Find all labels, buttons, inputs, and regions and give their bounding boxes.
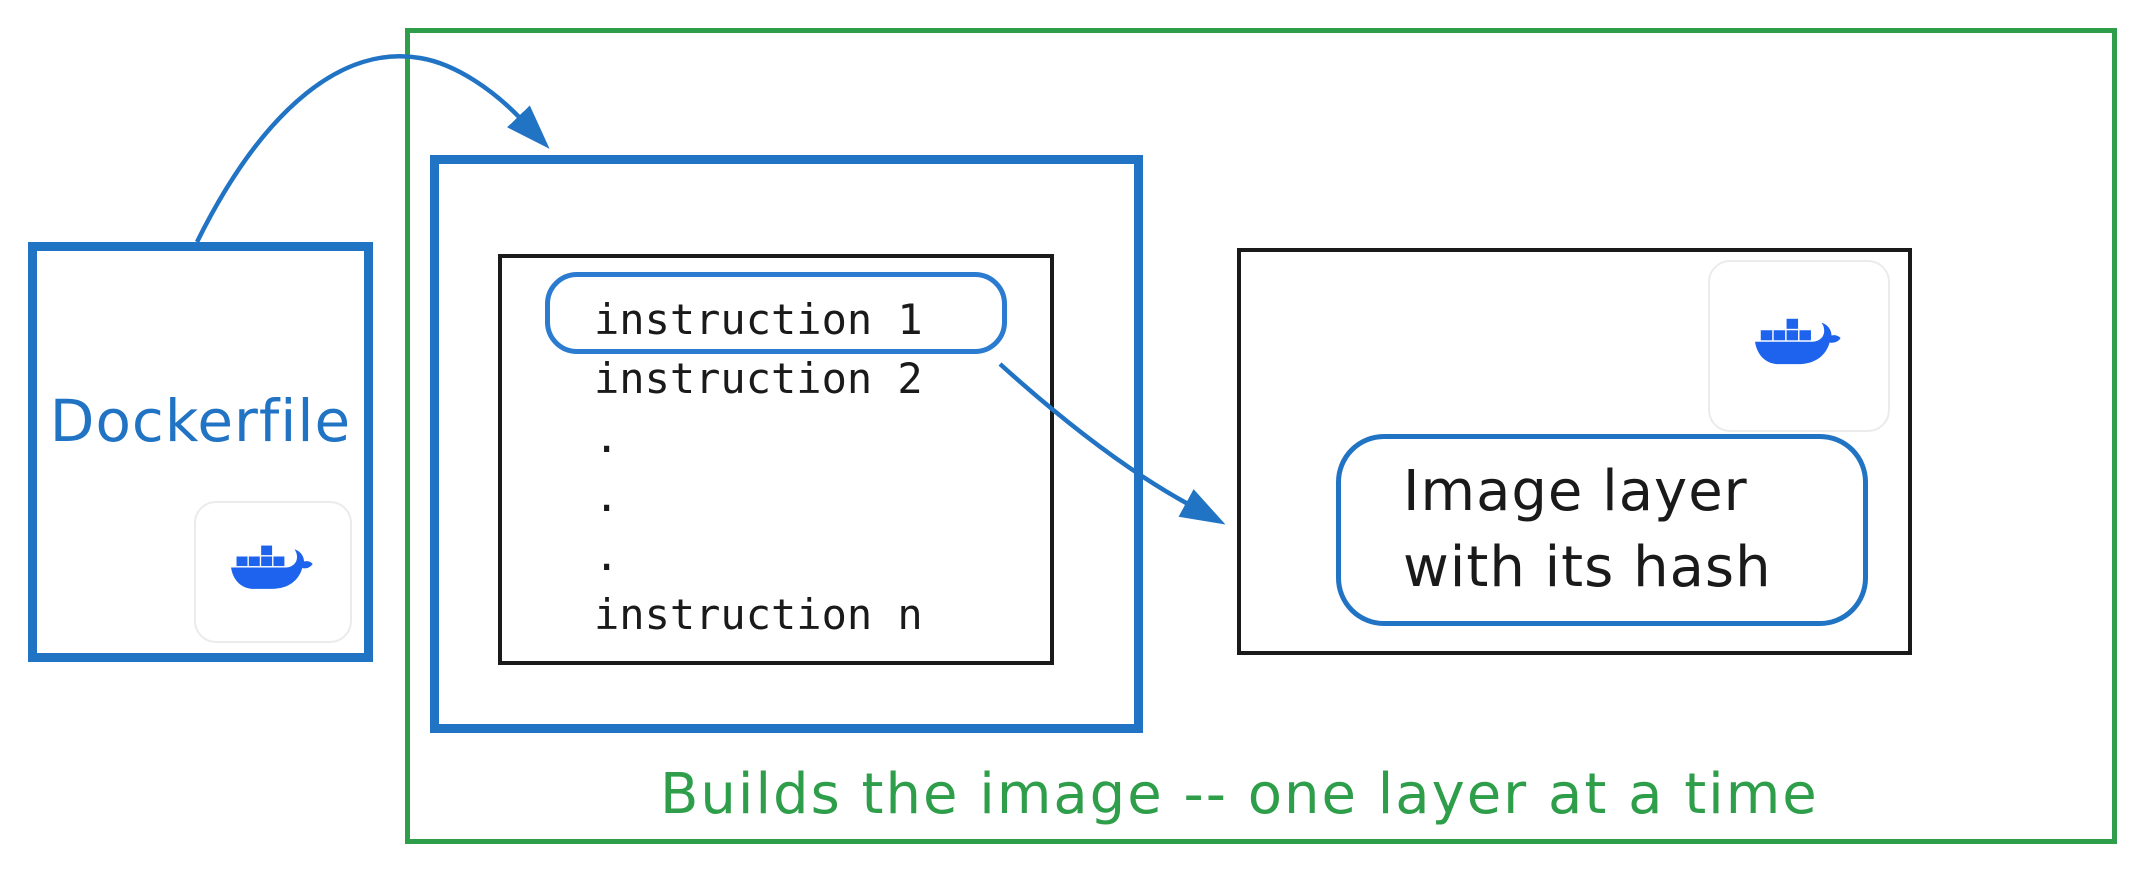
diagram-caption: Builds the image -- one layer at a time bbox=[660, 762, 1819, 827]
instruction-1-highlight bbox=[545, 272, 1007, 354]
build-process-box bbox=[405, 28, 2117, 844]
instruction-line: . bbox=[594, 531, 620, 580]
instruction-line: . bbox=[594, 413, 620, 462]
image-output-box: Image layer with its hash bbox=[1237, 248, 1912, 655]
instruction-line: instruction 1 bbox=[594, 295, 923, 344]
instruction-line: instruction n bbox=[594, 590, 923, 639]
dockerfile-box: Dockerfile bbox=[28, 242, 373, 662]
docker-icon-chip bbox=[194, 501, 352, 643]
instruction-line: . bbox=[594, 472, 620, 521]
instruction-list-box: instruction 1 instruction 2 . . . instru… bbox=[498, 254, 1054, 665]
image-layer-text-line2: with its hash bbox=[1403, 535, 1772, 600]
image-layer-text-line1: Image layer bbox=[1403, 459, 1748, 524]
docker-whale-icon bbox=[1755, 318, 1841, 364]
instruction-lines: instruction 1 instruction 2 . . . instru… bbox=[594, 290, 1040, 644]
docker-whale-icon bbox=[231, 545, 313, 589]
dockerfile-label: Dockerfile bbox=[49, 387, 352, 455]
instruction-line: instruction 2 bbox=[594, 354, 923, 403]
image-layer-pill: Image layer with its hash bbox=[1336, 434, 1868, 626]
docker-icon-chip bbox=[1708, 260, 1890, 432]
